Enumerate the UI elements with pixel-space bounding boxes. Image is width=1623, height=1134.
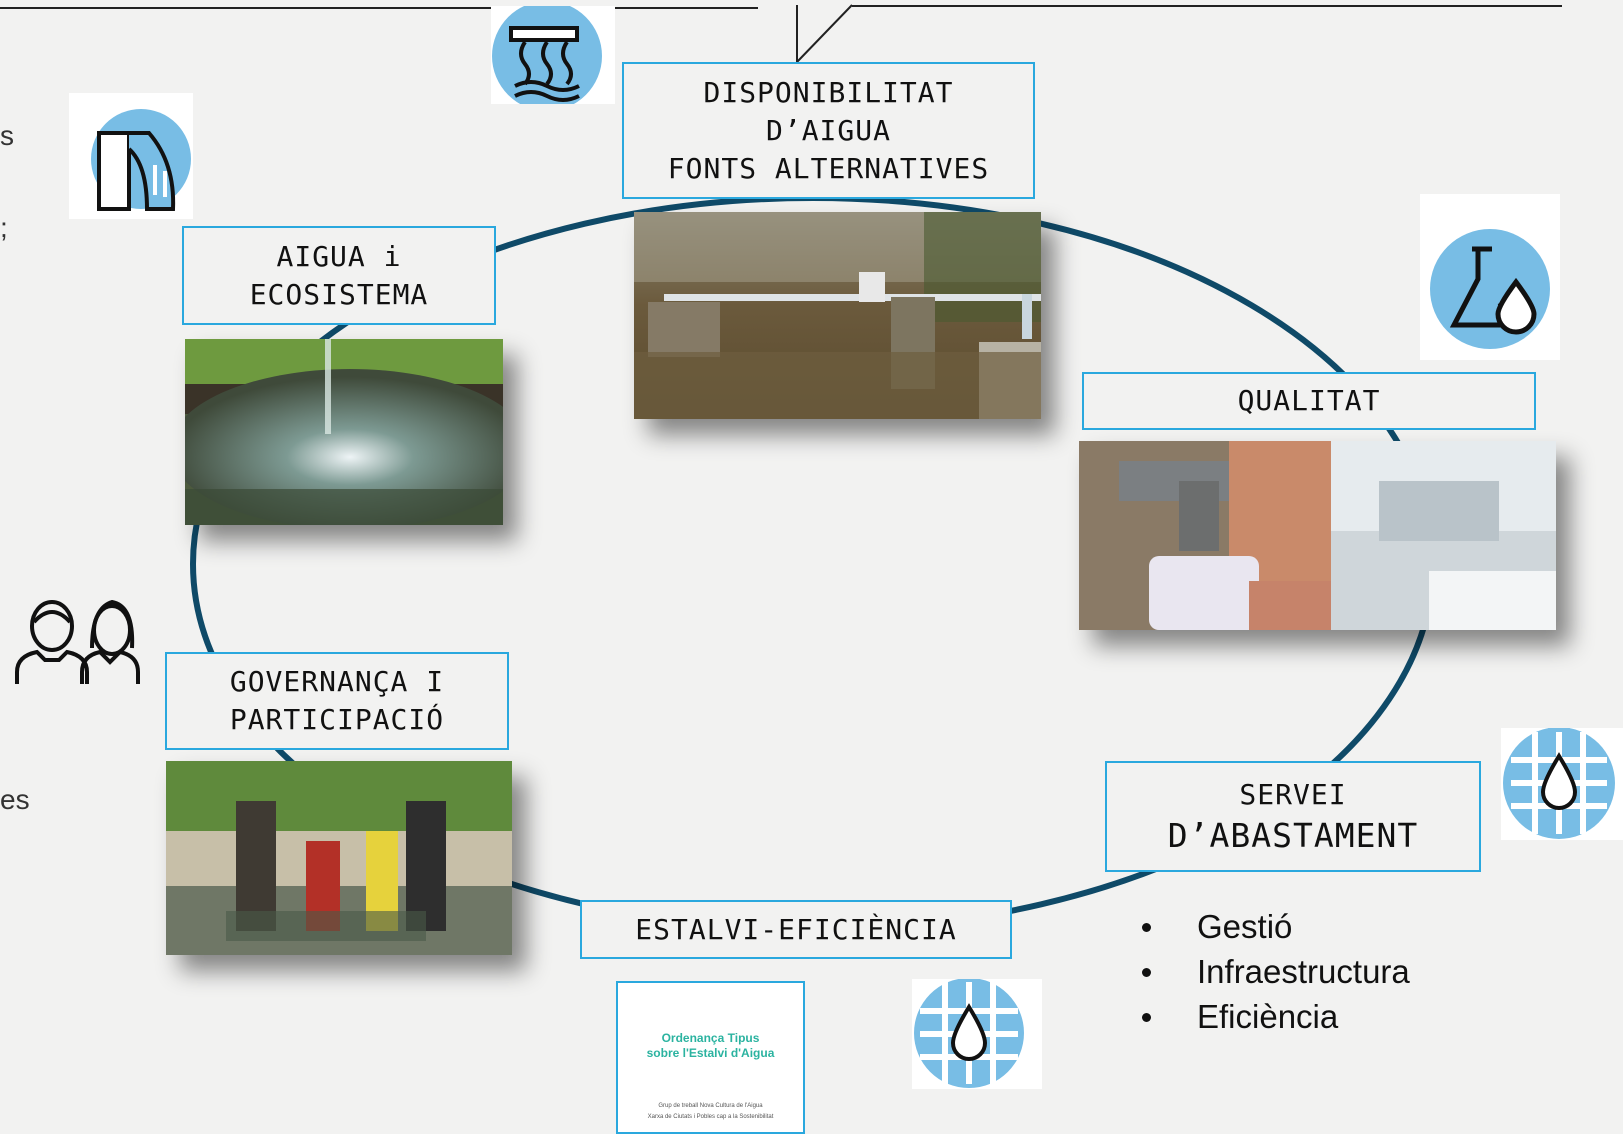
label-ecosistema-line2: ECOSISTEMA	[249, 277, 429, 311]
label-servei-line2: D’ABASTAMENT	[1167, 815, 1419, 855]
grid-drop-icon-bottom	[912, 978, 1042, 1089]
flask-drop-icon	[1420, 194, 1560, 360]
photo-water-lab	[1079, 441, 1556, 630]
bullet-infraestructura: Infraestructura	[1137, 949, 1410, 994]
water-outfall-icon	[491, 1, 615, 111]
document-title-line1: Ordenança Tipus	[661, 1031, 760, 1045]
edge-fragment-s: s	[0, 120, 14, 151]
photo-water-splash	[185, 339, 503, 525]
pipe-discharge-icon	[69, 93, 193, 219]
bullet-gestio: Gestió	[1137, 904, 1410, 949]
servei-bullet-list: Gestió Infraestructura Eficiència	[1137, 904, 1410, 1039]
document-title-line2: sobre l'Estalvi d'Aigua	[646, 1046, 775, 1060]
label-ecosistema-line1: AIGUA i	[276, 239, 402, 273]
label-qualitat: QUALITAT	[1082, 372, 1536, 430]
top-rule-right	[852, 5, 1562, 7]
label-governanca-line1: GOVERNANÇA I	[229, 665, 445, 698]
ordinance-document-thumbnail[interactable]: Ordenança Tipus sobre l'Estalvi d'Aigua …	[616, 981, 805, 1134]
top-rule-left	[0, 7, 758, 9]
document-subtitle-line2: Xarxa de Ciutats i Pobles cap a la Soste…	[647, 1114, 774, 1120]
photo-spring-pipe	[634, 212, 1041, 419]
label-servei: SERVEI D’ABASTAMENT	[1105, 761, 1481, 872]
label-governanca-line2: PARTICIPACIÓ	[229, 703, 445, 736]
label-disponibilitat-line1: DISPONIBILITAT	[703, 75, 954, 109]
label-qualitat-line1: QUALITAT	[1237, 384, 1381, 417]
grid-drop-icon-right	[1501, 727, 1623, 840]
label-governanca: GOVERNANÇA I PARTICIPACIÓ	[165, 652, 509, 750]
label-disponibilitat: DISPONIBILITAT D’AIGUA FONTS ALTERNATIVE…	[622, 62, 1035, 199]
label-ecosistema: AIGUA i ECOSISTEMA	[182, 226, 496, 325]
label-disponibilitat-line2: D’AIGUA	[765, 113, 891, 147]
label-estalvi-line1: ESTALVI-EFICIÈNCIA	[635, 912, 957, 946]
connector-diagonal	[796, 4, 853, 63]
edge-fragment-semicolon: ;	[0, 212, 8, 243]
people-icon	[14, 599, 144, 686]
document-subtitle-line1: Grup de treball Nova Cultura de l'Aigua	[658, 1103, 763, 1109]
label-servei-line1: SERVEI	[1239, 777, 1347, 811]
photo-river-participation	[166, 761, 512, 955]
bullet-eficiencia: Eficiència	[1137, 994, 1410, 1039]
label-disponibilitat-line3: FONTS ALTERNATIVES	[667, 151, 990, 185]
label-estalvi: ESTALVI-EFICIÈNCIA	[580, 900, 1012, 959]
edge-fragment-es: es	[0, 784, 30, 815]
